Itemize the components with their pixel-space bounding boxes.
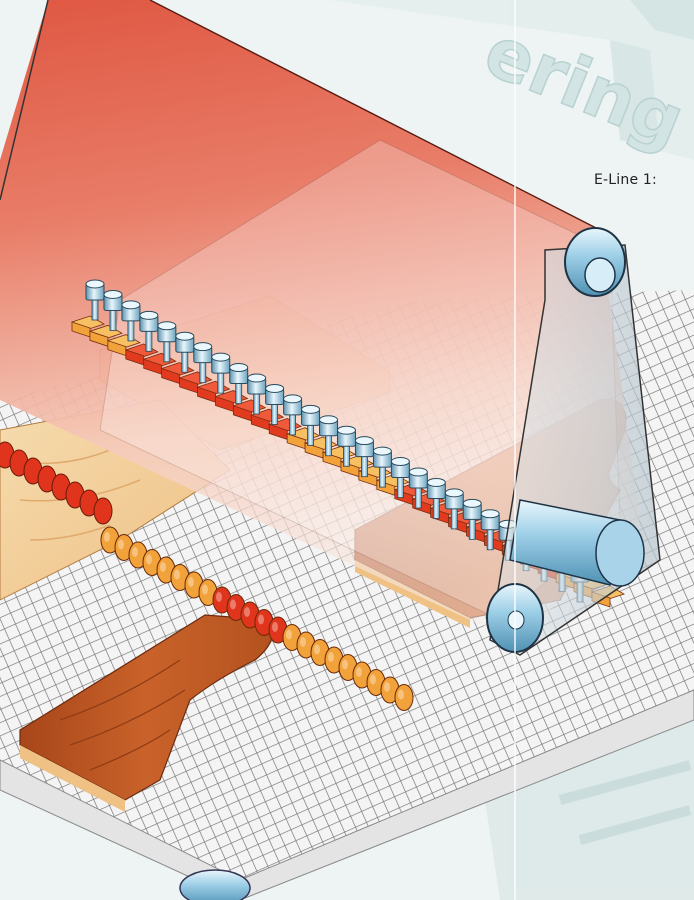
pin-icon [247, 373, 267, 415]
pin-icon [121, 300, 141, 342]
pad-chain-icon [366, 669, 386, 696]
pin-icon [193, 342, 213, 384]
pin-icon [462, 498, 482, 540]
pad-chain-icon [296, 631, 316, 659]
pin-icon [354, 436, 374, 478]
press-belt [0, 0, 640, 640]
pin-icon [390, 457, 410, 498]
pad-chain-icon [100, 526, 120, 554]
pad-chain-icon [142, 549, 162, 576]
pad-chain-icon [93, 497, 113, 525]
pad-chain-icon [170, 564, 190, 591]
pin-icon [426, 477, 446, 519]
pad-chain-icon [268, 616, 288, 644]
pin-icon [301, 404, 321, 446]
pad-chain-icon [114, 534, 134, 561]
pin-icon [157, 321, 177, 363]
pad-chain-icon [282, 624, 302, 651]
pin-icon [265, 383, 285, 425]
middle-roller-icon [509, 499, 645, 587]
pin-icon [408, 467, 428, 509]
pin-icon [444, 488, 464, 530]
pad-chain-front [100, 526, 414, 711]
pin-icon [283, 394, 303, 436]
pad-chain-icon [394, 684, 414, 711]
pin-icon [372, 446, 392, 488]
pad-chain-icon [212, 586, 232, 614]
eline-caption: E-Line 1: [594, 172, 657, 188]
pin-icon [229, 363, 249, 404]
top-roller-icon [564, 227, 626, 297]
pad-chain-icon [156, 556, 176, 584]
pin-icon [85, 279, 105, 321]
front-roller-icon [179, 869, 251, 900]
pad-chain-icon [324, 646, 344, 674]
pin-icon [175, 331, 195, 373]
pad-chain-left [0, 441, 113, 525]
pin-icon [103, 289, 123, 331]
pin-icon [336, 425, 356, 467]
pin-icon [139, 310, 159, 352]
pin-icon [480, 509, 500, 551]
pin-icon [211, 352, 231, 394]
pin-icon [319, 415, 339, 457]
